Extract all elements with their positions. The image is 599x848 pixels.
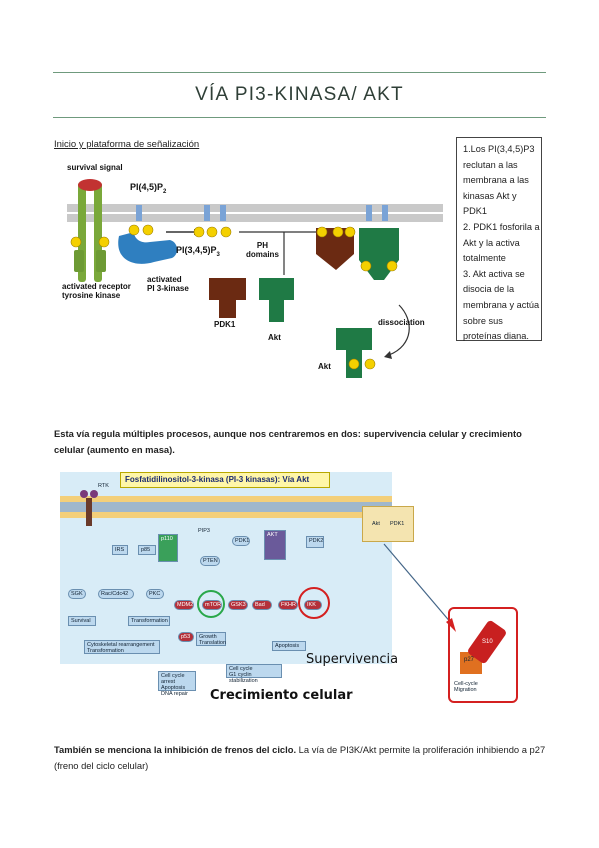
label-supervivencia: Supervivencia	[306, 652, 399, 667]
note-line-1: 1.Los PI(3,4,5)P3 reclutan a las membran…	[463, 144, 535, 217]
activated-receptor-label: activated receptor tyrosine kinase	[62, 282, 131, 300]
survival-signal-label: survival signal	[67, 163, 123, 172]
paragraph-cycle-brakes-bold: También se menciona la inhibición de fre…	[54, 744, 297, 755]
membrane-bar	[67, 204, 443, 212]
inset-p27: p27	[464, 657, 475, 663]
akt-pdk1-inset	[362, 506, 414, 542]
note-box: 1.Los PI(3,4,5)P3 reclutan a las membran…	[456, 137, 542, 341]
membrane-bar	[67, 214, 443, 222]
dissociation-label: dissociation	[378, 318, 425, 327]
pi3k-akt-diagram	[67, 179, 443, 378]
inset-pdk1: PDK1	[390, 521, 405, 527]
akt-label: Akt	[268, 333, 281, 342]
node-p110: p110	[158, 534, 178, 562]
node-rtk: RTK	[98, 483, 109, 489]
node-mdm2: MDM2	[174, 600, 194, 610]
activated-pi3k-label: activated PI 3-kinase	[147, 275, 189, 293]
pi345p3-label: PI(3,4,5)P3	[176, 245, 220, 258]
pi45p2-label: PI(4,5)P2	[130, 182, 167, 195]
node-fkhr: FKHR	[278, 600, 298, 610]
node-p53: p53	[178, 632, 194, 642]
inset-s10: S10	[482, 639, 493, 645]
node-pdk2: PDK2	[306, 536, 324, 548]
akt-released-label: Akt	[318, 362, 331, 371]
node-akt: AKT	[264, 530, 286, 560]
outcome-cell-cycle-arrest: Cell cycle arrest Apoptosis DNA repair	[158, 671, 196, 697]
node-pdk1: PDK1	[232, 536, 250, 546]
node-pip3: PIP3	[198, 528, 210, 534]
node-irs: IRS	[112, 545, 128, 555]
page-title: VÍA PI3-KINASA/ AKT	[195, 84, 404, 105]
section-heading: Inicio y plataforma de señalización	[54, 139, 200, 150]
node-bad: Bad	[252, 600, 272, 610]
inset-akt: Akt	[372, 521, 380, 527]
pdk1-label: PDK1	[214, 320, 236, 329]
label-crecimiento: Crecimiento celular	[210, 688, 353, 703]
ikk-red-circle	[298, 587, 330, 619]
pdk1-shape	[209, 278, 246, 318]
outcome-growth: Growth Translation	[196, 632, 226, 646]
ph-domains-label: PH domains	[246, 241, 279, 259]
pi3-kinase-shape	[118, 232, 178, 264]
paragraph-cycle-brakes: También se menciona la inhibición de fre…	[54, 742, 554, 774]
note-line-3: 3. Akt activa se disocia de la membrana …	[463, 268, 540, 342]
node-sgk: SGK	[68, 589, 86, 599]
akt-shape	[259, 278, 294, 322]
paragraph-cycle-brakes-rest: La vía de PI3K/Akt permite la proliferac…	[54, 744, 546, 771]
note-line-2: 2. PDK1 fosforila a Akt y la activa tota…	[463, 221, 540, 264]
outcome-survival: Survival	[68, 616, 96, 626]
p27-highlight-box	[448, 607, 518, 703]
mtor-green-circle	[197, 590, 225, 618]
receptor-tyrosine-kinase	[74, 179, 106, 282]
outcome-cytoskeletal: Cytoskeletal rearrangement Transformatio…	[84, 640, 160, 654]
top-rule	[53, 72, 546, 73]
figure-header: Fosfatidilinositol-3-kinasa (PI-3 kinasa…	[120, 472, 330, 488]
paragraph-processes: Esta vía regula múltiples procesos, aunq…	[54, 428, 522, 455]
inset-caption: Cell-cycle Migration	[454, 681, 478, 693]
node-rac: Rac/Cdc42	[98, 589, 134, 599]
node-pten: PTEN	[200, 556, 220, 566]
outcome-transformation: Transformation	[128, 616, 170, 626]
node-p85: p85	[138, 545, 156, 555]
outcome-cell-cycle: Cell cycle G1 cyclin stabilization	[226, 664, 282, 684]
node-pkc: PKC	[146, 589, 164, 599]
title-rule	[53, 117, 546, 118]
akt-membrane	[60, 490, 392, 526]
outcome-apoptosis: Apoptosis	[272, 641, 306, 651]
node-gsk3: GSK3	[228, 600, 248, 610]
